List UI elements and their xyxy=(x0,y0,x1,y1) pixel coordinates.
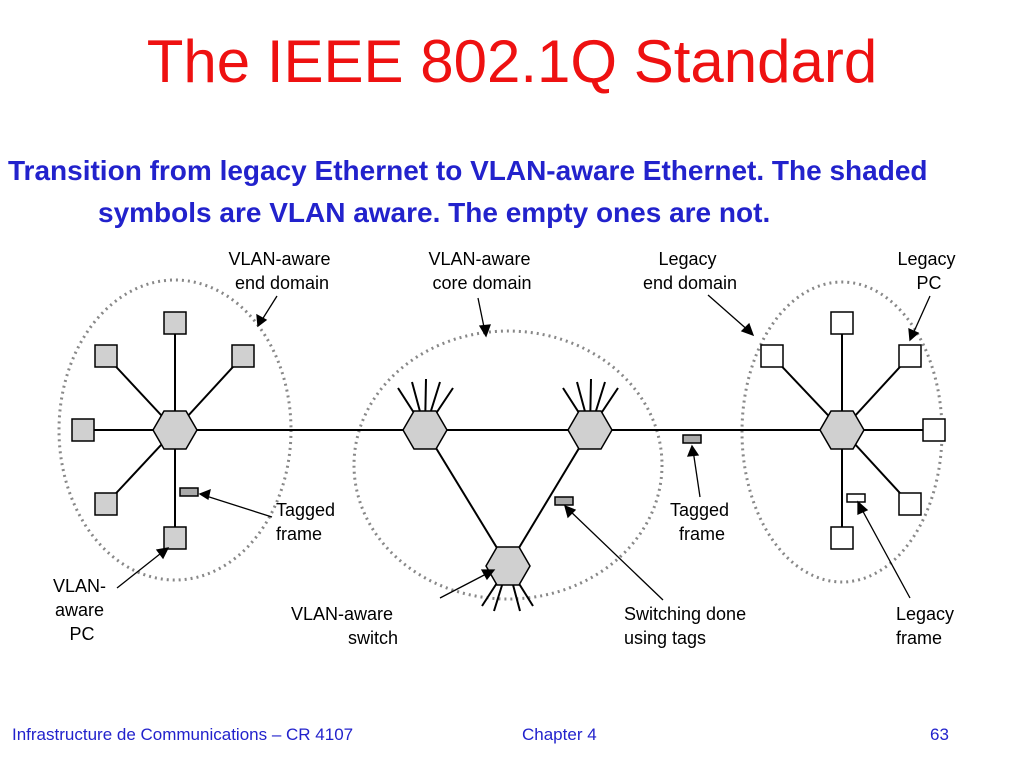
tagged-frame-icon xyxy=(179,487,199,497)
vlan-aware-pc-icon xyxy=(71,418,95,442)
vlan-aware-end-domain-label: VLAN-aware end domain xyxy=(228,249,335,293)
arrowhead-icon xyxy=(740,322,755,337)
arrow xyxy=(911,295,931,337)
legacy-pc-icon xyxy=(922,418,946,442)
legacy-end-domain-label: Legacy end domain xyxy=(643,249,737,293)
tagged-frame-icon xyxy=(554,496,574,506)
arrowhead-icon xyxy=(478,324,491,338)
arrowhead-icon xyxy=(564,504,577,519)
tagged-frame-right-label: Tagged frame xyxy=(670,500,734,544)
arrowhead-icon xyxy=(155,547,170,560)
vlan-aware-pc-icon xyxy=(94,344,118,368)
legacy-pc-icon xyxy=(830,526,854,550)
vlan-aware-pc-icon xyxy=(163,311,187,335)
footer-chapter: Chapter 4 xyxy=(522,725,597,744)
arrow xyxy=(859,505,911,599)
legacy-frame-label: Legacy frame xyxy=(896,604,959,648)
footer-course: Infrastructure de Communications – CR 41… xyxy=(12,725,354,744)
arrowhead-icon xyxy=(198,488,211,501)
legacy-pc-icon xyxy=(898,492,922,516)
vlan-aware-core-domain-label: VLAN-aware core domain xyxy=(428,249,535,293)
arrow xyxy=(202,494,273,518)
legacy-pc-icon xyxy=(760,344,784,368)
vlan-aware-switch-label: VLAN-aware switch xyxy=(291,604,398,648)
vlan-aware-switch-icon xyxy=(485,546,531,586)
legacy-pc-icon xyxy=(898,344,922,368)
switching-done-label: Switching done using tags xyxy=(624,604,751,648)
core-link-right xyxy=(507,429,591,567)
vlan-aware-pc-icon xyxy=(163,526,187,550)
arrowhead-icon xyxy=(686,444,700,457)
tagged-frame-icon xyxy=(682,434,702,444)
vlan-aware-pc-icon xyxy=(231,344,255,368)
vlan-aware-switch-icon xyxy=(402,410,448,450)
arrowhead-icon xyxy=(857,500,869,516)
arrowhead-icon xyxy=(256,313,268,328)
legacy-frame-icon xyxy=(846,493,866,503)
legacy-switch-icon xyxy=(819,410,865,450)
arrow xyxy=(116,549,166,589)
footer-page-number: 63 xyxy=(930,725,949,744)
slide-title: The IEEE 802.1Q Standard xyxy=(146,28,878,95)
arrowhead-icon xyxy=(908,327,920,342)
arrow xyxy=(707,294,751,333)
arrow xyxy=(567,508,664,601)
arrowhead-icon xyxy=(480,569,496,581)
vlan-aware-switch-icon xyxy=(152,410,198,450)
legacy-pc-label: Legacy PC xyxy=(897,249,960,293)
vlan-aware-core-domain-boundary xyxy=(352,329,664,601)
legacy-pc-icon xyxy=(830,311,854,335)
vlan-aware-pc-label: VLAN- aware PC xyxy=(53,576,111,644)
arrow xyxy=(692,449,701,498)
vlan-aware-pc-icon xyxy=(94,492,118,516)
tagged-frame-left-label: Tagged frame xyxy=(276,500,340,544)
slide-subtitle: Transition from legacy Ethernet to VLAN-… xyxy=(8,155,928,228)
vlan-aware-switch-icon xyxy=(567,410,613,450)
core-link-left xyxy=(424,429,509,567)
arrow xyxy=(439,571,491,599)
